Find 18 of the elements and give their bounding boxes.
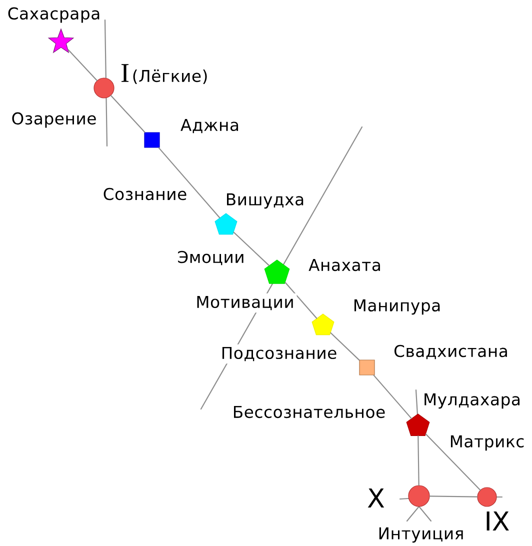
node-label: Аджна — [178, 116, 242, 136]
edge-label: Матрикс — [446, 432, 528, 454]
numeral-label: IX — [482, 509, 512, 533]
edge-label: Сознание — [100, 185, 190, 203]
numeral-label: X — [364, 486, 388, 510]
edge-label: Озарение — [8, 110, 100, 130]
node-label: Мулдахара — [420, 390, 524, 412]
node-label: Анахата — [306, 256, 384, 274]
edge-label: Эмоции — [174, 248, 248, 268]
node-label: (Лёгкие) — [129, 66, 211, 86]
node-label: Интуиция — [375, 524, 467, 546]
edge-label: Мотивации — [193, 293, 297, 313]
node-label: Свадхистана — [391, 342, 511, 362]
node-label: Сахасрара — [4, 4, 104, 26]
edge-label: Бессознательное — [230, 403, 388, 421]
edge-label: Подсознание — [218, 344, 340, 364]
node-label: Манипура — [350, 296, 444, 318]
node-label: Вишудха — [222, 190, 308, 212]
